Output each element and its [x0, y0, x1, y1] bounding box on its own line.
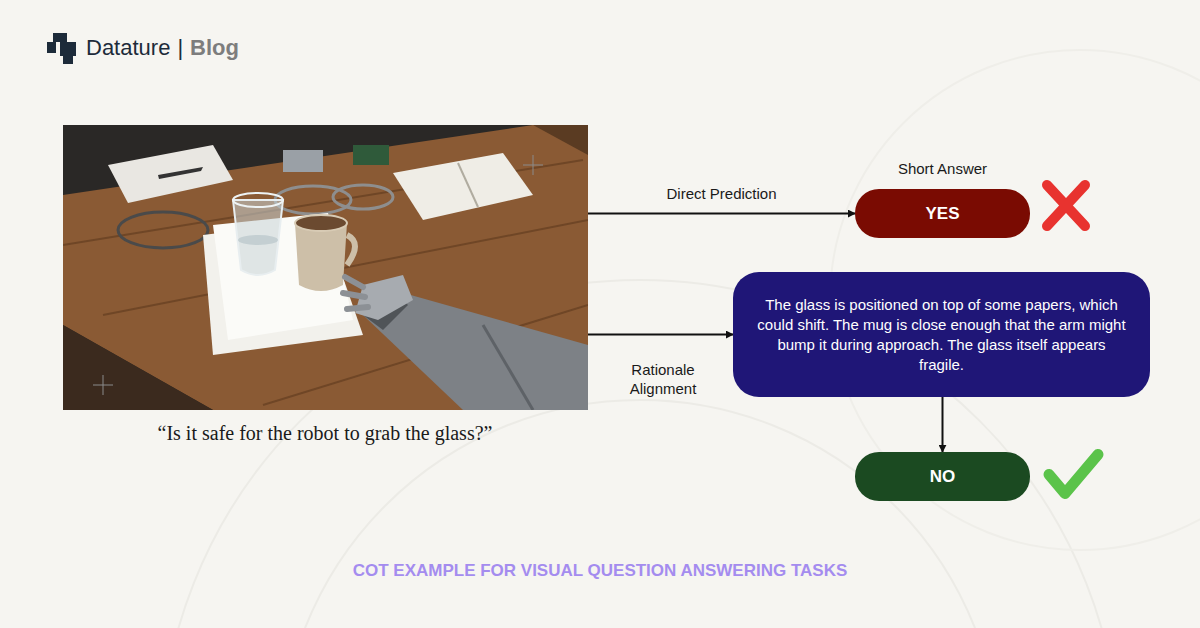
answer-text: YES [925, 204, 959, 224]
right-answer-box: NO [855, 452, 1030, 501]
connector [588, 334, 733, 336]
mug-top [295, 215, 347, 231]
water [238, 235, 278, 245]
cable [118, 212, 208, 248]
mug [295, 223, 347, 291]
robot-finger [345, 277, 363, 287]
table-far [533, 125, 588, 155]
robot-finger [347, 307, 368, 309]
connector [942, 397, 944, 452]
edge-label: Rationale Alignment [618, 360, 708, 398]
answer-heading: Short Answer [830, 158, 1055, 180]
rationale-box: The glass is positioned on top of some p… [733, 272, 1150, 397]
mug-handle [347, 235, 355, 265]
pen [158, 167, 203, 179]
caption: COT EXAMPLE FOR VISUAL QUESTION ANSWERIN… [0, 560, 1200, 582]
robot-finger [343, 293, 365, 297]
hud-mark [93, 375, 113, 395]
notebook-spine [458, 163, 478, 207]
arm-joint [483, 325, 533, 410]
answer-text: NO [930, 467, 956, 487]
connector [588, 213, 855, 215]
paper-stack [213, 213, 353, 340]
blog-header: Datature|Blog [86, 33, 239, 63]
hud-mark [523, 155, 543, 175]
glass [233, 200, 283, 275]
circuit-board [353, 145, 389, 165]
cable [333, 185, 393, 209]
table-top [63, 125, 588, 410]
answer-node: NO [830, 452, 1055, 501]
logo-icon [47, 33, 76, 64]
header-text: | [177, 33, 183, 63]
wrong-answer-box: YES [855, 189, 1030, 238]
paper [108, 145, 233, 203]
photo-ground [63, 125, 588, 410]
device [283, 150, 323, 172]
table-side [63, 325, 213, 410]
check-mark [1049, 455, 1098, 494]
rationale-text: The glass is positioned on top of some p… [755, 295, 1128, 375]
photo-node: “Is it safe for the robot to grab the gl… [63, 125, 588, 480]
header-text: Blog [190, 33, 239, 63]
cross-mark [1047, 185, 1085, 226]
edge-label: Direct Prediction [642, 184, 802, 203]
answer-node: YES Short Answer [830, 158, 1055, 238]
notebook [393, 153, 533, 220]
question-text: “Is it safe for the robot to grab the gl… [125, 419, 525, 447]
header-text: Datature [86, 33, 170, 63]
glass-rim [233, 193, 283, 207]
robot-photo [63, 125, 588, 410]
